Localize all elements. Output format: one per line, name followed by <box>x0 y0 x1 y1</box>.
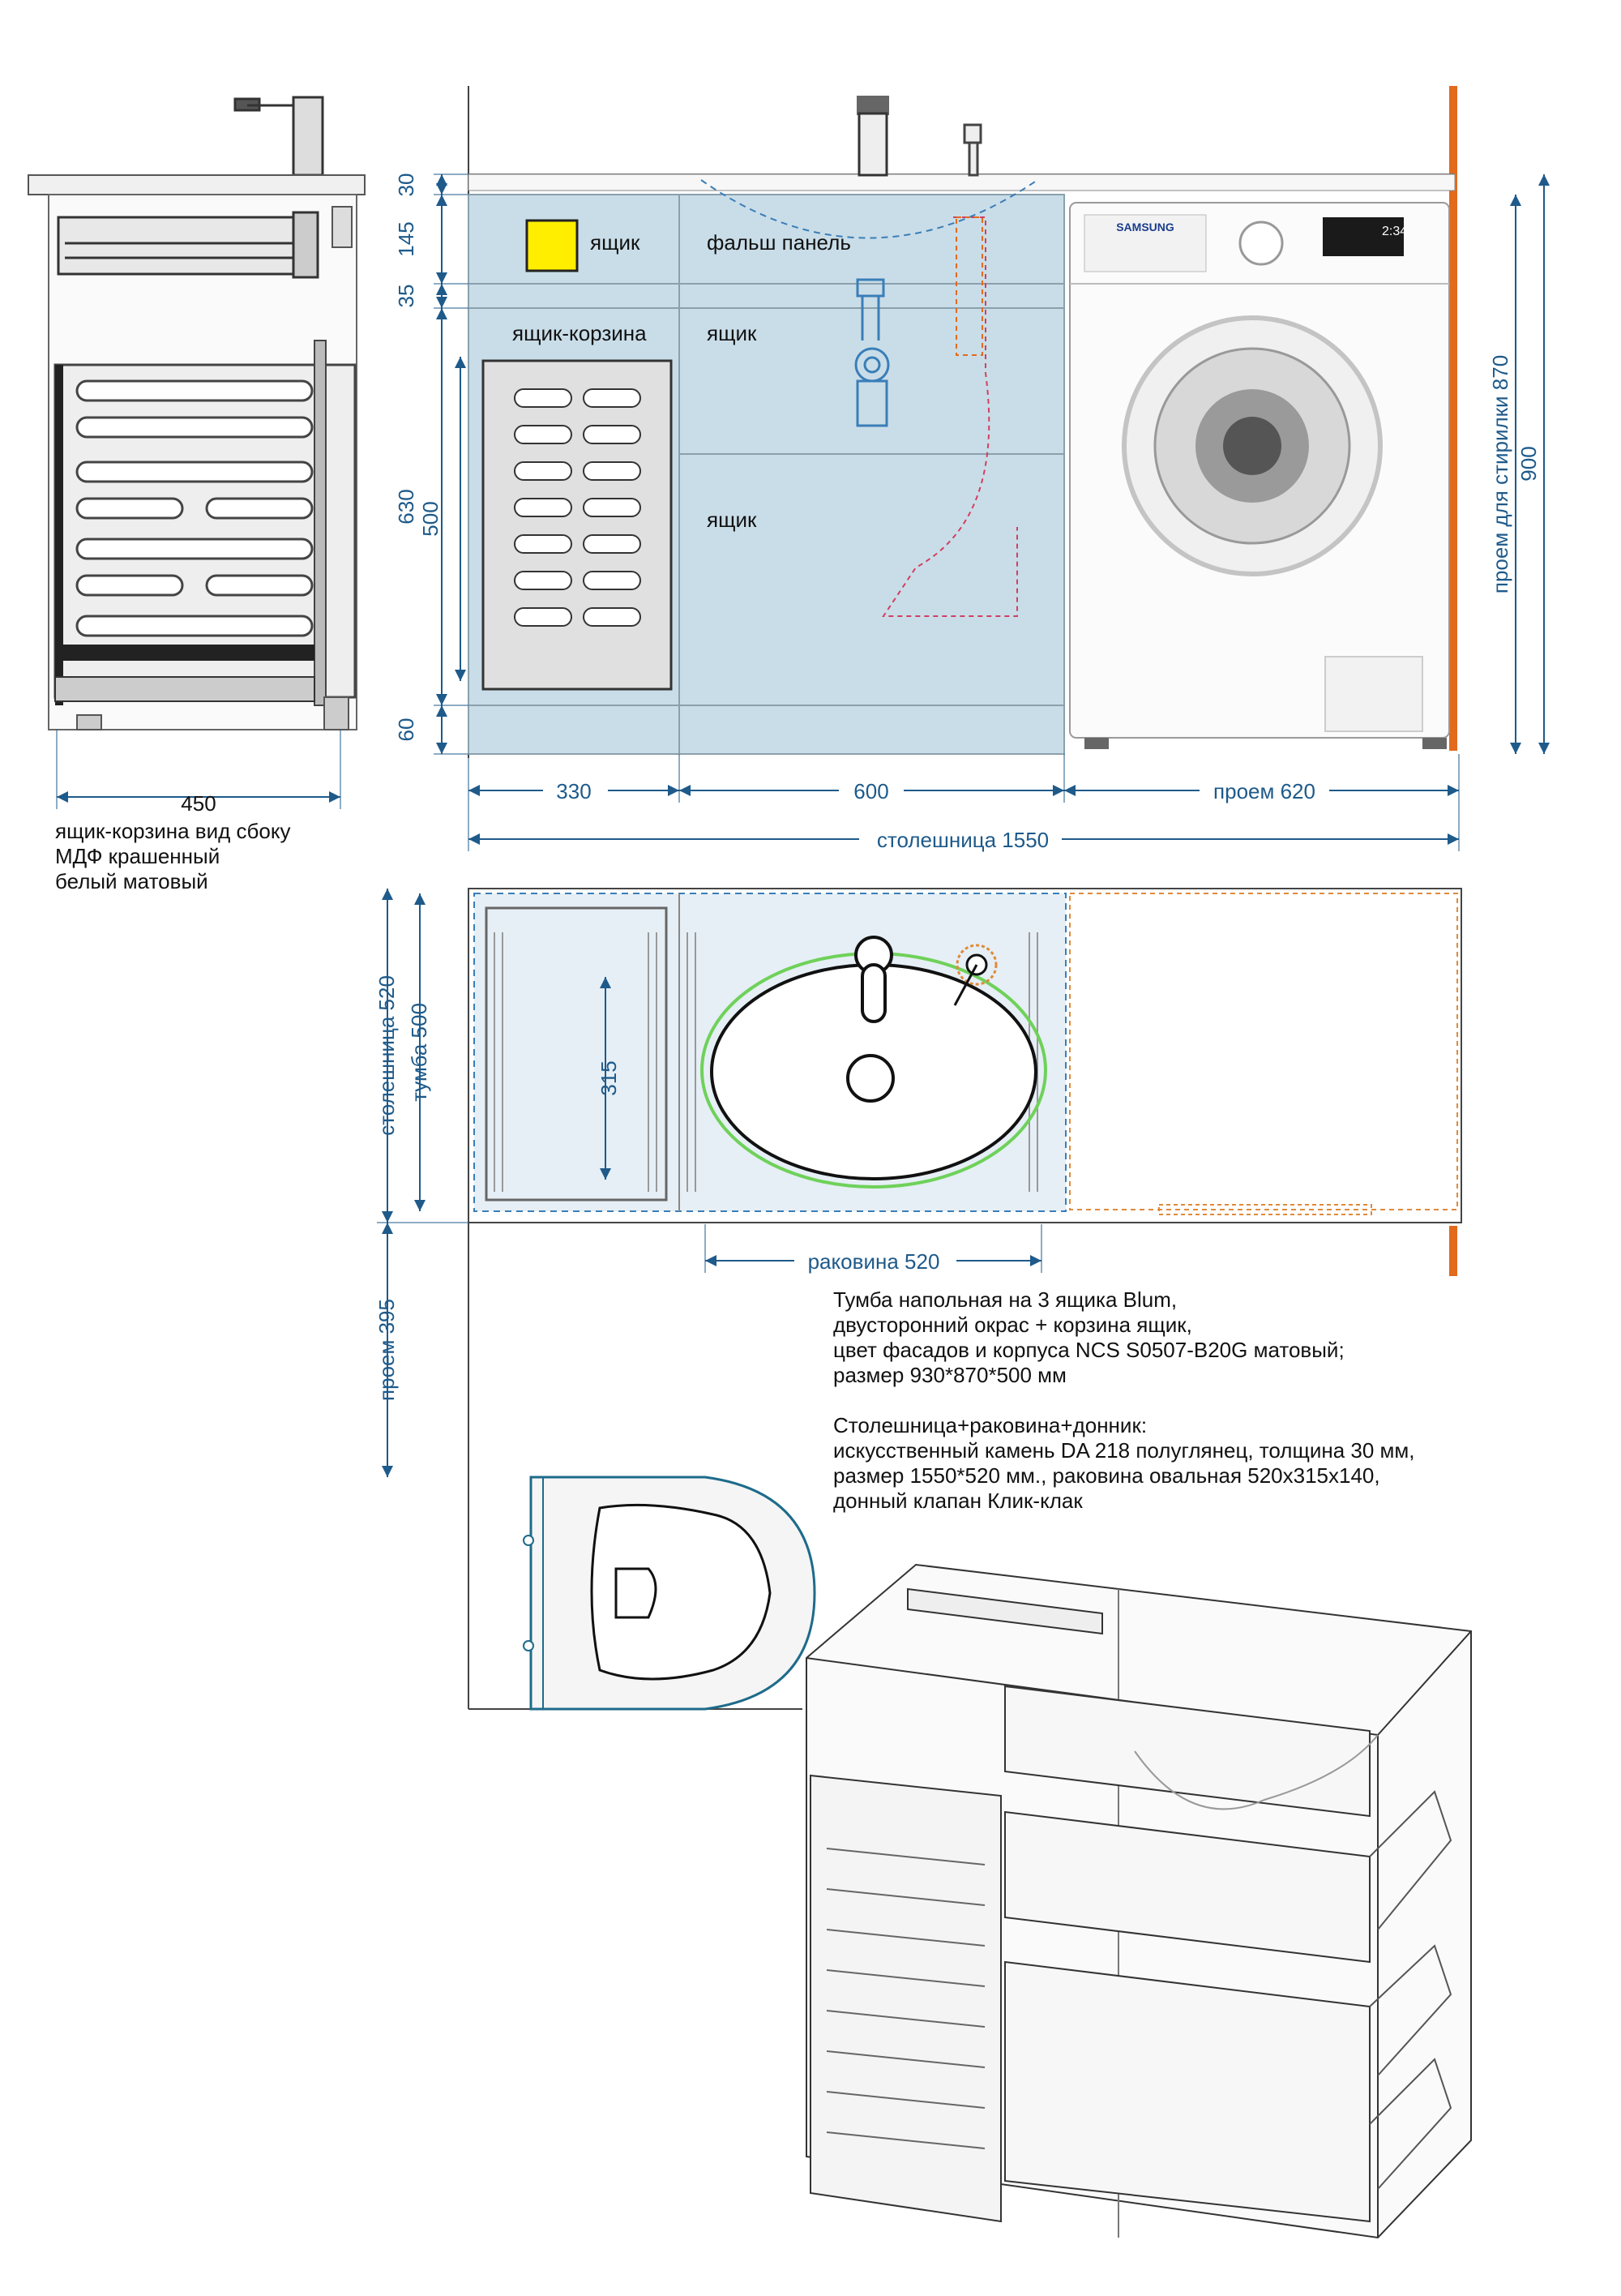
side-caption-line2: МДФ крашенный <box>55 844 220 868</box>
dim-500: 500 <box>418 501 443 536</box>
drain-icon <box>846 1054 895 1103</box>
dim-330: 330 <box>556 779 591 803</box>
side-top-drawer <box>57 211 319 279</box>
side-countertop <box>28 174 366 195</box>
label-basket-drawer: ящик-корзина <box>512 321 647 345</box>
spec1-line1: Тумба напольная на 3 ящика Blum, <box>833 1287 1177 1312</box>
spec2-line3: размер 1550*520 мм., раковина овальная 5… <box>833 1463 1380 1488</box>
washer-dial-icon <box>1238 221 1284 266</box>
dim-620: проем 620 <box>1213 779 1315 803</box>
dim-side-width: 450 <box>181 791 216 816</box>
dim-30: 30 <box>394 173 418 197</box>
washer-brand: SAMSUNG <box>1116 221 1174 233</box>
dim-washer-opening: проем для стирилки 870 <box>1488 355 1512 593</box>
dispenser-icon <box>963 123 982 177</box>
spec-text: Тумба напольная на 3 ящика Blum, двустор… <box>833 1287 1415 1513</box>
top-view: 315 столешница 520 тумба 500 проем 395 р… <box>374 888 1462 1710</box>
spec2-line2: искусственный камень DA 218 полуглянец, … <box>833 1438 1415 1463</box>
side-view: 450 ящик-корзина вид сбоку МДФ крашенный… <box>28 96 366 893</box>
dim-35: 35 <box>394 285 418 308</box>
label-drawer-mid: ящик <box>707 321 757 345</box>
label-drawer-bottom: ящик <box>707 508 757 532</box>
dim-315: 315 <box>597 1060 621 1095</box>
spec2-line4: донный клапан Клик-клак <box>833 1489 1083 1513</box>
dim-60: 60 <box>394 718 418 742</box>
isometric-cabinet-view <box>806 1563 1472 2239</box>
wall-strip-orange <box>1449 86 1457 751</box>
washer-display: 2:34 <box>1382 225 1407 238</box>
dim-sink-520: раковина 520 <box>808 1249 940 1274</box>
toilet-top-view <box>523 1476 816 1711</box>
washing-machine: SAMSUNG 2:34 <box>1069 202 1450 749</box>
front-right-dims <box>1510 174 1550 754</box>
siphon-icon <box>854 278 890 427</box>
dim-top-countertop: столешница 520 <box>374 975 399 1136</box>
dim-630: 630 <box>394 489 418 524</box>
dim-900: 900 <box>1516 446 1541 481</box>
dim-145: 145 <box>394 221 418 256</box>
label-false-panel: фальш панель <box>707 230 851 255</box>
spec1-line3: цвет фасадов и корпуса NCS S0507-B20G ма… <box>833 1338 1345 1362</box>
side-basket <box>53 340 357 706</box>
label-drawer-top: ящик <box>590 230 640 255</box>
spec2-line1: Столешница+раковина+донник: <box>833 1413 1147 1437</box>
front-basket <box>481 359 673 691</box>
yellow-box <box>525 219 579 272</box>
faucet-front-icon <box>857 96 889 177</box>
dim-top-cabinet: тумба 500 <box>407 1003 431 1102</box>
spec1-line4: размер 930*870*500 мм <box>833 1363 1067 1387</box>
side-caption-line1: ящик-корзина вид сбоку <box>55 819 291 843</box>
dim-opening-395: проем 395 <box>374 1299 399 1401</box>
valve-icon <box>956 944 998 986</box>
front-view: ящик фальш панель ящик-корзина ящик ящик… <box>394 86 1550 852</box>
side-caption-line3: белый матовый <box>55 869 208 893</box>
faucet-top-icon <box>854 936 893 1023</box>
front-left-dims <box>434 173 468 755</box>
faucet-side-icon <box>233 96 324 177</box>
dim-600: 600 <box>853 779 888 803</box>
spec1-line2: двусторонний окрас + корзина ящик, <box>833 1313 1192 1337</box>
dim-countertop: столешница 1550 <box>877 828 1049 852</box>
